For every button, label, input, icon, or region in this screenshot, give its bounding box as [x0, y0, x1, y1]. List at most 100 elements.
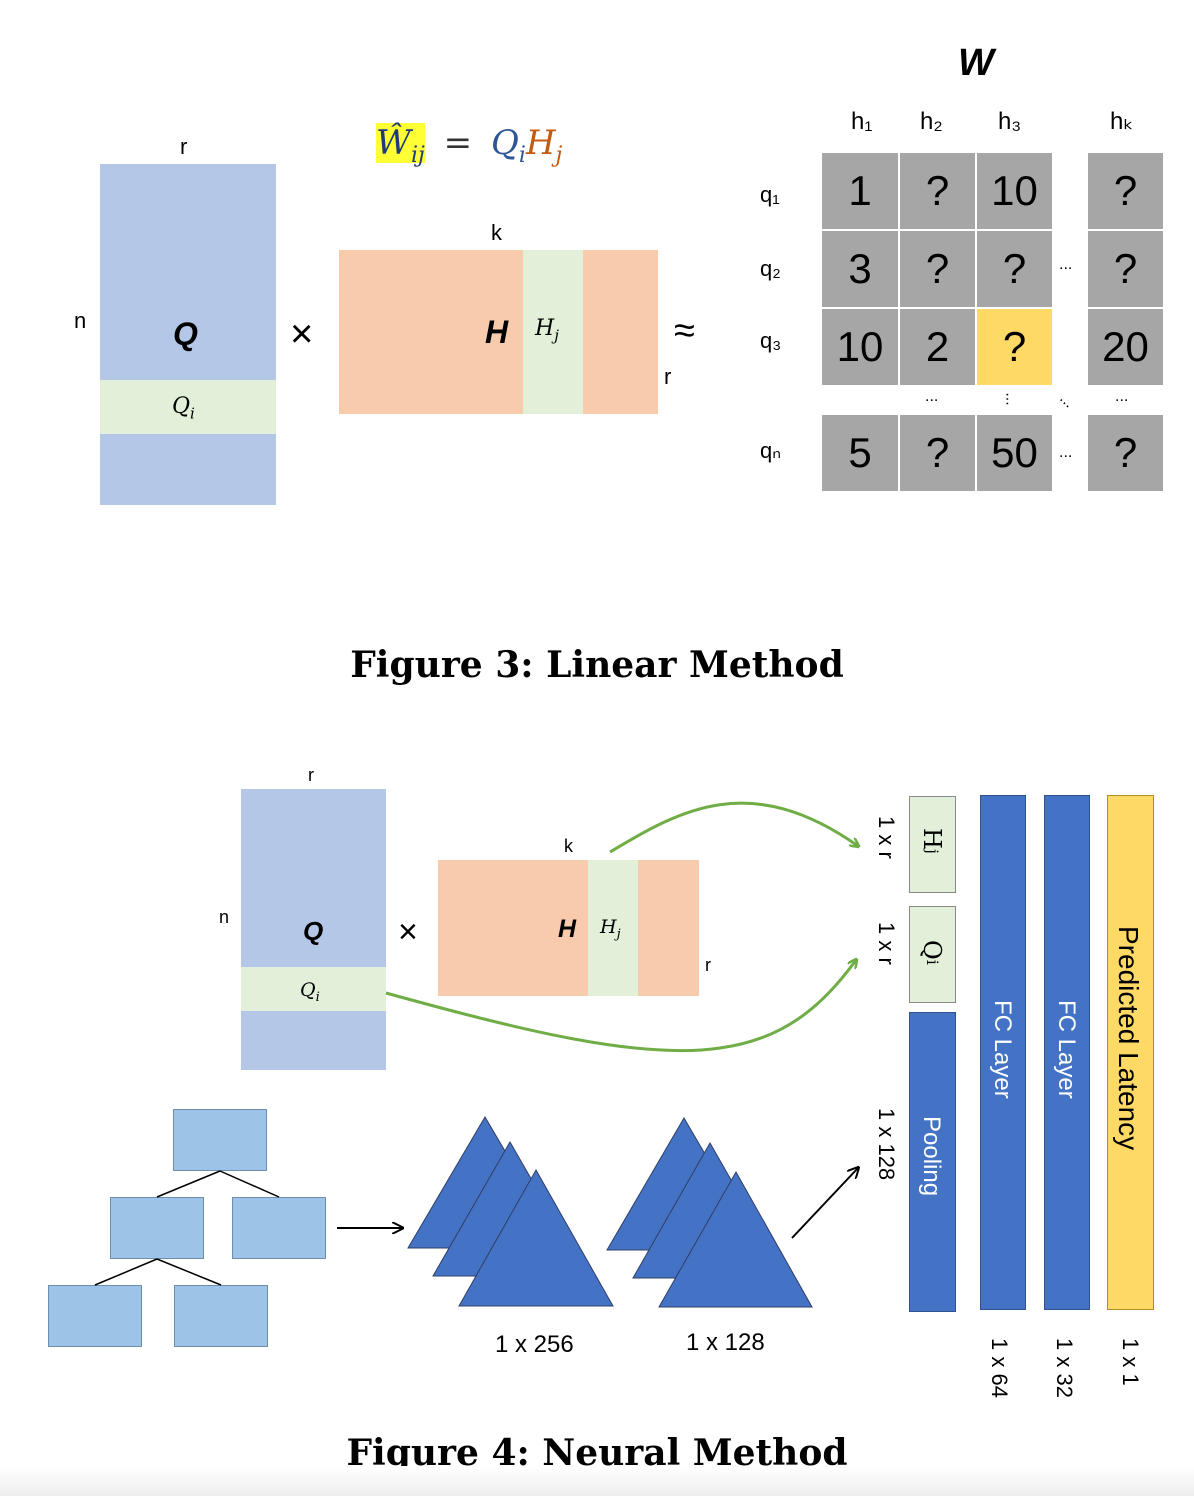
q-matrix-side-dim: n	[219, 907, 230, 927]
w-cell: ?	[1088, 231, 1163, 307]
w-cell: ?	[1088, 415, 1163, 491]
w-cell: ?	[900, 153, 975, 229]
h-col-label-sub: j	[554, 326, 559, 345]
q-row-label: Qi	[172, 396, 195, 421]
fc-layer-2-label: FC Layer	[1053, 1000, 1080, 1099]
h-col-highlight	[588, 860, 638, 996]
w-ellipsis: ...	[1059, 444, 1073, 461]
w-cell: 1	[822, 153, 898, 229]
q-matrix-top-dim: r	[180, 134, 188, 159]
w-cell: ?	[900, 415, 975, 491]
dim-label-hj: 1 x r	[874, 816, 899, 859]
h-matrix-top-dim: k	[491, 220, 502, 245]
h-matrix	[339, 250, 658, 414]
w-row-header-2: q₂	[760, 256, 781, 281]
fc-layer-2-dim: 1 x 32	[1052, 1338, 1077, 1398]
q-row-label: Qi	[300, 981, 320, 1004]
h-matrix-top-dim: k	[564, 836, 573, 856]
approx-symbol: ≈	[674, 310, 695, 352]
q-row-highlight	[241, 967, 386, 1011]
q-row-highlight	[100, 380, 276, 434]
w-col-header-k: hₖ	[1110, 108, 1134, 135]
dim-label-qi: 1 x r	[874, 922, 899, 965]
h-matrix-name: H	[485, 314, 509, 350]
figure-3-caption: Figure 3: Linear Method	[350, 644, 844, 686]
h-matrix-side-dim: r	[705, 955, 711, 975]
hj-input-sub: j	[923, 848, 942, 854]
w-cell: 20	[1088, 309, 1163, 385]
pooling-label: Pooling	[918, 1116, 945, 1197]
equation-q: Qi	[491, 123, 526, 166]
predicted-latency-dim: 1 x 1	[1118, 1338, 1143, 1386]
qi-to-input-arrow	[385, 960, 856, 1053]
w-cell: 10	[822, 309, 898, 385]
w-cell: ?	[900, 231, 975, 307]
qi-input-sub: i	[923, 959, 942, 965]
h-col-label-sub: j	[616, 926, 621, 942]
qi-input-label: Qi	[918, 940, 946, 965]
w-cell: 2	[900, 309, 975, 385]
equation-lhs: Ŵij	[376, 123, 425, 166]
equation-q-sub: i	[518, 142, 526, 168]
conv-label-2: 1 x 128	[686, 1329, 765, 1356]
equation-lhs-sub: ij	[410, 142, 425, 168]
hj-input-main: H	[918, 828, 946, 849]
predicted-latency-label: Predicted Latency	[1113, 926, 1144, 1151]
h-matrix-side-dim: r	[664, 364, 672, 389]
w-row-header-3: q₃	[760, 328, 782, 353]
hj-input-label: Hj	[918, 828, 946, 854]
tree-node	[48, 1285, 142, 1347]
fc-layer-1-dim: 1 x 64	[987, 1338, 1012, 1398]
h-col-highlight	[523, 250, 583, 414]
w-col-header-2: h₂	[920, 108, 943, 135]
w-ellipsis: ...	[1059, 256, 1073, 273]
w-row-header-1: q₁	[760, 182, 780, 207]
qi-input-block	[909, 906, 956, 1003]
w-cell: ?	[1088, 153, 1163, 229]
q-matrix	[100, 164, 276, 505]
w-cell: 5	[822, 415, 898, 491]
w-row-header-n: qₙ	[760, 438, 782, 463]
fc-layer-1	[980, 795, 1026, 1310]
equation-h-sub: j	[555, 142, 563, 168]
q-row-label-sub: i	[190, 404, 195, 423]
dim-label-pooling: 1 x 128	[874, 1108, 899, 1181]
tree-edges	[94, 1170, 280, 1286]
w-ellipsis: ...	[925, 388, 939, 405]
w-cell-target: ?	[977, 309, 1052, 385]
q-matrix-name: Q	[303, 916, 324, 946]
tree-node	[232, 1197, 326, 1259]
predicted-latency-block	[1107, 795, 1154, 1310]
q-matrix-side-dim: n	[74, 308, 87, 333]
fc-layer-2	[1044, 795, 1090, 1310]
hj-to-input-arrow	[609, 801, 858, 854]
conv-stack-1	[407, 1116, 614, 1307]
w-matrix-title: W	[958, 42, 994, 84]
h-matrix	[438, 860, 699, 996]
conv-stack-2	[606, 1117, 813, 1308]
q-row-label-main: Q	[172, 394, 191, 419]
conv-label-1: 1 x 256	[495, 1331, 574, 1358]
q-matrix	[241, 789, 386, 1070]
h-col-label-main: H	[600, 916, 617, 938]
h-col-label: Hj	[535, 318, 559, 343]
w-cell: 3	[822, 231, 898, 307]
fc-layer-1-label: FC Layer	[989, 1000, 1016, 1099]
conv-to-pooling-arrow	[791, 1168, 858, 1239]
q-row-label-sub: i	[315, 989, 320, 1005]
bottom-fade	[0, 1466, 1194, 1496]
tree-node	[110, 1197, 204, 1259]
equation-equals: =	[443, 123, 473, 163]
w-cell: 10	[977, 153, 1052, 229]
h-matrix-name: H	[558, 915, 577, 943]
q-matrix-name: Q	[173, 316, 198, 352]
equation-h: Hj	[526, 123, 562, 166]
w-col-header-3: h₃	[998, 108, 1022, 135]
equation: Ŵij = QiHj	[376, 123, 562, 167]
tree-node-root	[173, 1109, 267, 1171]
w-cell: ?	[977, 231, 1052, 307]
w-col-header-1: h₁	[851, 108, 873, 135]
qi-input-main: Q	[918, 940, 946, 960]
q-row-label-main: Q	[300, 979, 316, 1001]
